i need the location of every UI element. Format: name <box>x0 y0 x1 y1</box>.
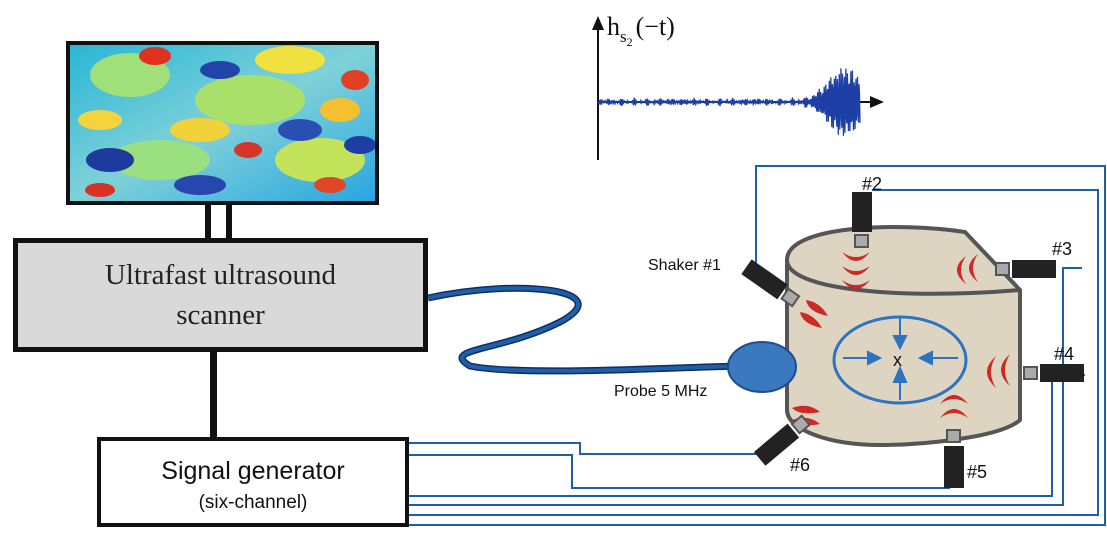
ultrasound-scanner: Ultrafast ultrasound scanner <box>13 238 428 352</box>
shaker-6 <box>753 414 811 466</box>
focus-region <box>832 315 968 405</box>
shaker-1-tip <box>780 287 801 308</box>
shaker-6-tip <box>790 414 811 435</box>
focus-arrows <box>843 318 958 400</box>
shaker-2-tip <box>854 234 869 248</box>
focus-point-label: x <box>893 350 902 370</box>
shaker-3 <box>995 260 1056 278</box>
monitor-stand-right <box>226 205 232 238</box>
shaker-3-label: #3 <box>1052 239 1072 259</box>
focus-ellipse <box>832 315 968 405</box>
shaker-1-label: Shaker #1 <box>648 257 721 274</box>
shaker-3-tip <box>995 262 1010 276</box>
signal-generator-title: Signal generator <box>161 457 345 485</box>
signal-generator: Signal generator (six-channel) <box>97 437 409 527</box>
cable-1 <box>409 165 1106 526</box>
shaker-5-tip <box>946 429 961 443</box>
scanner-generator-link <box>210 351 217 439</box>
shaker-1-body <box>741 259 788 300</box>
shaker-6-label: #6 <box>790 455 810 475</box>
shaker-2 <box>852 192 872 248</box>
shaker-3-body <box>1012 260 1056 278</box>
scanner-label: Ultrafast ultrasound scanner <box>104 259 337 331</box>
time-reversed-signal-plot: hs2(−t) <box>592 12 884 160</box>
signal-generator-subtitle: (six-channel) <box>198 492 308 513</box>
elastography-map <box>70 45 375 201</box>
shaker-5-label: #5 <box>967 462 987 482</box>
shaker-cables <box>409 165 1106 526</box>
signal-y-arrowhead <box>592 16 604 30</box>
cable-5 <box>409 454 950 489</box>
shaker-4-body <box>1040 364 1084 382</box>
shaker-2-body <box>852 192 872 232</box>
shaker-1 <box>741 259 801 308</box>
monitor-stand-left <box>205 205 211 238</box>
cable-3 <box>409 267 1082 506</box>
monitor <box>66 41 379 238</box>
ultrasound-probe <box>727 341 797 393</box>
phantom-rim <box>785 259 1021 296</box>
probe-cable <box>427 286 741 373</box>
shaker-4-label: #4 <box>1054 344 1074 364</box>
shaker-5-body <box>944 446 964 488</box>
shaker-6-body <box>753 423 800 466</box>
cable-2 <box>409 189 1099 516</box>
signal-label: hs2(−t) <box>607 12 675 49</box>
signal-waveform <box>597 68 861 136</box>
shaker-5 <box>944 429 964 488</box>
shaker-2-label: #2 <box>862 174 882 194</box>
shaker-4-tip <box>1023 366 1038 380</box>
signal-x-arrowhead <box>870 96 884 108</box>
cable-6 <box>409 442 770 455</box>
probe-cable-outline <box>427 284 741 375</box>
probe-label: Probe 5 MHz <box>614 383 707 400</box>
shaker-4 <box>1023 364 1084 382</box>
